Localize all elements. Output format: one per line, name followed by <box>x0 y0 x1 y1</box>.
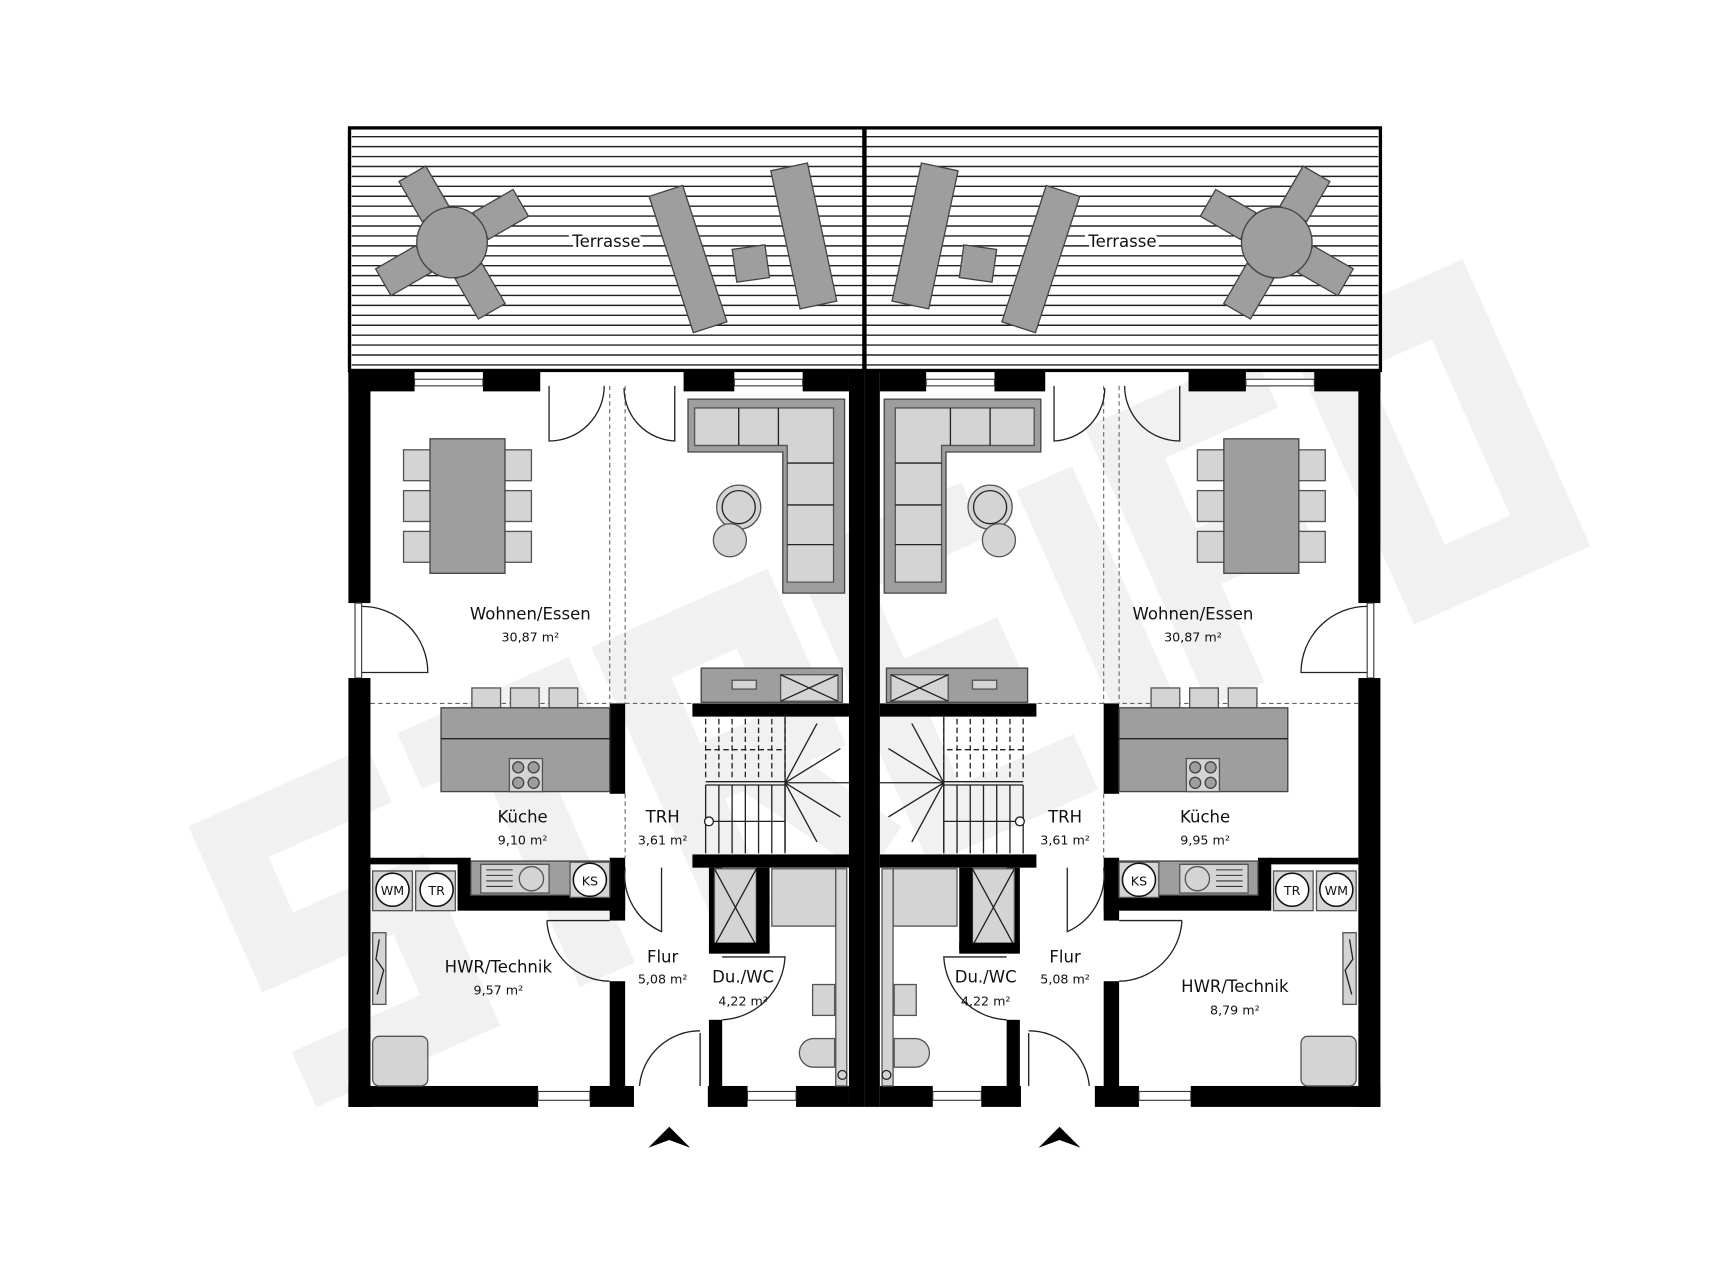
room-area-flur: 5,08 m² <box>638 971 688 986</box>
room-area-hwr: 8,79 m² <box>1210 1002 1260 1017</box>
side-table <box>731 244 771 283</box>
room-label-kueche: Küche <box>498 807 548 826</box>
dining-table <box>429 438 506 574</box>
dining-chair <box>502 489 533 523</box>
dining-chair <box>402 449 433 482</box>
dining-chair <box>402 530 433 563</box>
room-area-duwc: 4,22 m² <box>961 993 1011 1008</box>
appliance-tr: TR <box>1283 883 1301 898</box>
staircase <box>703 714 849 854</box>
toilet <box>798 1037 836 1068</box>
room-area-hwr: 9,57 m² <box>474 982 524 997</box>
room-label-wohnen: Wohnen/Essen <box>470 605 591 624</box>
coffee-table <box>716 484 762 530</box>
washbasin <box>811 983 836 1017</box>
appliance-wm: WM <box>1325 883 1348 898</box>
terraces <box>347 126 1383 373</box>
stair-tread <box>784 782 818 843</box>
stair-tread <box>784 723 818 784</box>
room-label-duwc: Du./WC <box>955 967 1017 986</box>
room-area-kueche: 9,10 m² <box>498 833 548 848</box>
room-area-duwc: 4,22 m² <box>718 993 768 1008</box>
room-label-duwc: Du./WC <box>712 967 774 986</box>
room-area-trh: 3,61 m² <box>1040 833 1090 848</box>
room-label-terrasse: Terrasse <box>1087 232 1156 251</box>
entrance-arrow-icon <box>648 1126 691 1148</box>
dining-chair <box>502 449 533 482</box>
room-area-trh: 3,61 m² <box>638 833 688 848</box>
room-label-trh: TRH <box>1047 807 1082 826</box>
unit-left <box>348 162 865 1107</box>
stair-tread <box>784 748 841 784</box>
electrical-panel-icon <box>372 932 387 1006</box>
room-label-terrasse: Terrasse <box>571 232 640 251</box>
boiler <box>372 1035 429 1087</box>
room-label-trh: TRH <box>645 807 680 826</box>
room-label-hwr: HWR/Technik <box>1181 977 1289 996</box>
appliance-ks: KS <box>582 873 598 888</box>
room-area-wohnen: 30,87 m² <box>1164 630 1222 645</box>
room-area-wohnen: 30,87 m² <box>501 630 559 645</box>
room-label-flur: Flur <box>647 947 679 966</box>
dining-chair <box>402 489 433 523</box>
appliance-wm: WM <box>381 883 404 898</box>
sun-lounger <box>648 184 728 334</box>
sun-lounger <box>769 162 838 310</box>
room-label-flur: Flur <box>1049 947 1081 966</box>
shower <box>771 868 837 927</box>
coffee-table <box>712 523 748 558</box>
appliance-ks: KS <box>1131 873 1147 888</box>
entrance-arrow-icon <box>1038 1126 1081 1148</box>
stair-start-marker <box>703 816 715 827</box>
dining-chair <box>502 530 533 563</box>
appliance-tr: TR <box>427 883 445 898</box>
room-area-kueche: 9,95 m² <box>1180 833 1230 848</box>
room-labels-right: Terrasse Wohnen/Essen 30,87 m² Küche 9,9… <box>955 229 1348 1018</box>
room-label-wohnen: Wohnen/Essen <box>1133 605 1254 624</box>
room-label-hwr: HWR/Technik <box>445 957 553 976</box>
room-area-flur: 5,08 m² <box>1040 971 1090 986</box>
room-labels-left: Terrasse Wohnen/Essen 30,87 m² Küche 9,1… <box>381 229 774 1009</box>
room-label-kueche: Küche <box>1180 807 1230 826</box>
terrace-table-set <box>374 165 530 320</box>
stair-tread <box>784 782 841 818</box>
